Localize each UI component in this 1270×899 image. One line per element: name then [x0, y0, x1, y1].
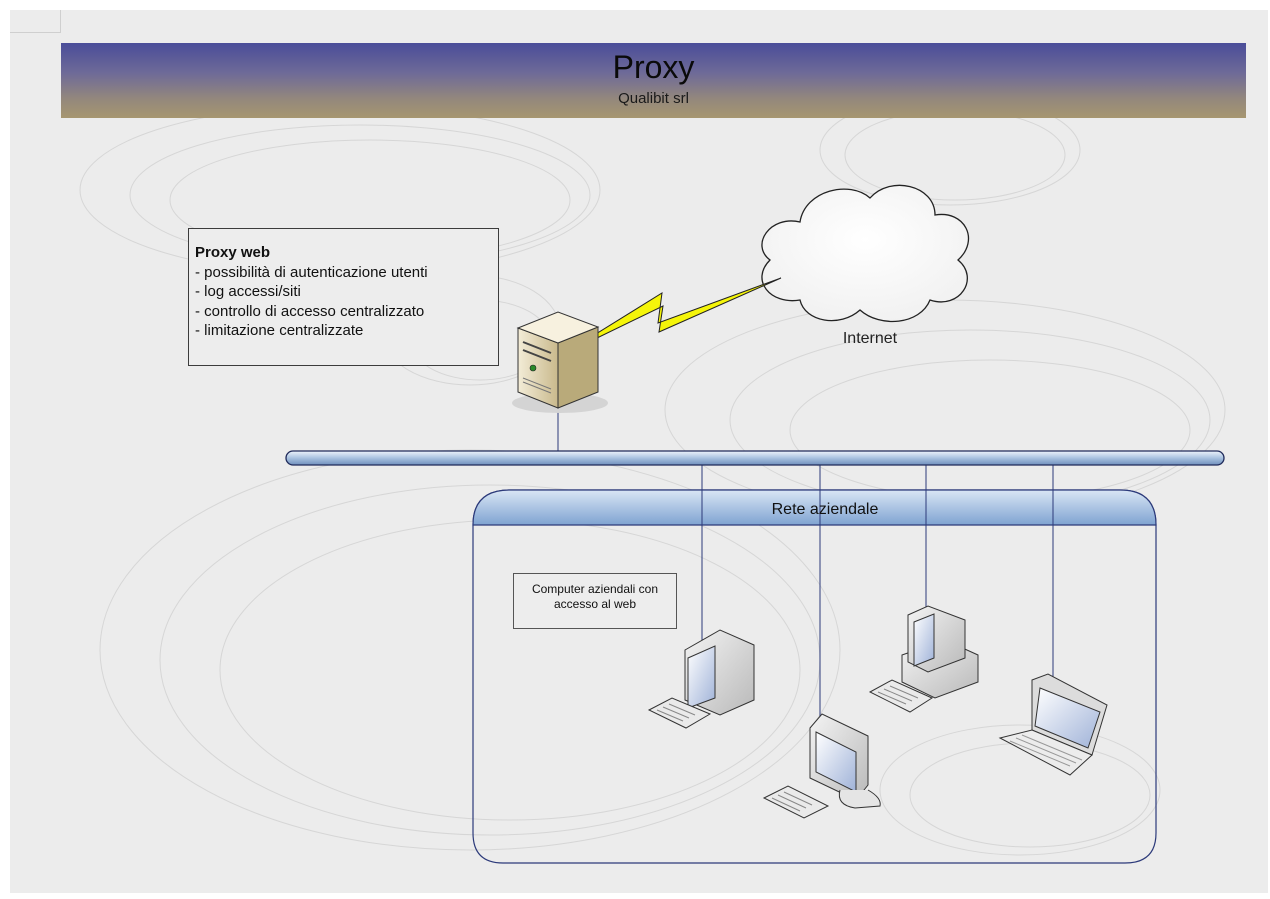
proxy-feature-line: - log accessi/siti — [195, 283, 301, 300]
network-header — [472, 489, 1157, 526]
flat-monitor-icon — [762, 713, 881, 819]
internet-label: Internet — [842, 330, 898, 347]
diagram-page: Proxy Qualibit srl — [10, 10, 1268, 893]
cloud-icon — [761, 184, 970, 323]
lightning-bolt-icon — [561, 277, 782, 356]
proxy-feature-line: - controllo di accesso centralizzato — [195, 302, 425, 320]
proxy-feature-line: - possibilità di autenticazione utenti — [195, 263, 428, 281]
computers-note-line: accesso al web — [553, 597, 637, 611]
page-corner-mark — [10, 10, 61, 33]
page-subtitle: Qualibit srl — [618, 90, 689, 107]
proxy-info-box: Proxy web - possibilità di autenticazion… — [188, 228, 499, 366]
network-container — [472, 489, 1157, 864]
laptop-icon — [998, 673, 1108, 776]
proxy-feature-line: - limitazione centralizzate — [195, 322, 364, 339]
desktop-computer-icon — [647, 629, 755, 729]
computers-note-line: Computer aziendali con — [531, 582, 659, 596]
server-icon — [512, 311, 608, 413]
title-banner: Proxy Qualibit srl — [61, 43, 1246, 118]
network-label: Rete aziendale — [771, 501, 879, 518]
network-diagram — [285, 184, 1225, 864]
proxy-box-title: Proxy web — [195, 244, 271, 261]
page-title: Proxy — [612, 49, 695, 85]
network-bus — [285, 450, 1225, 466]
connection-lines — [557, 400, 1054, 725]
computers-note: Computer aziendali con accesso al web — [513, 573, 677, 629]
workstation-icon — [868, 605, 979, 713]
